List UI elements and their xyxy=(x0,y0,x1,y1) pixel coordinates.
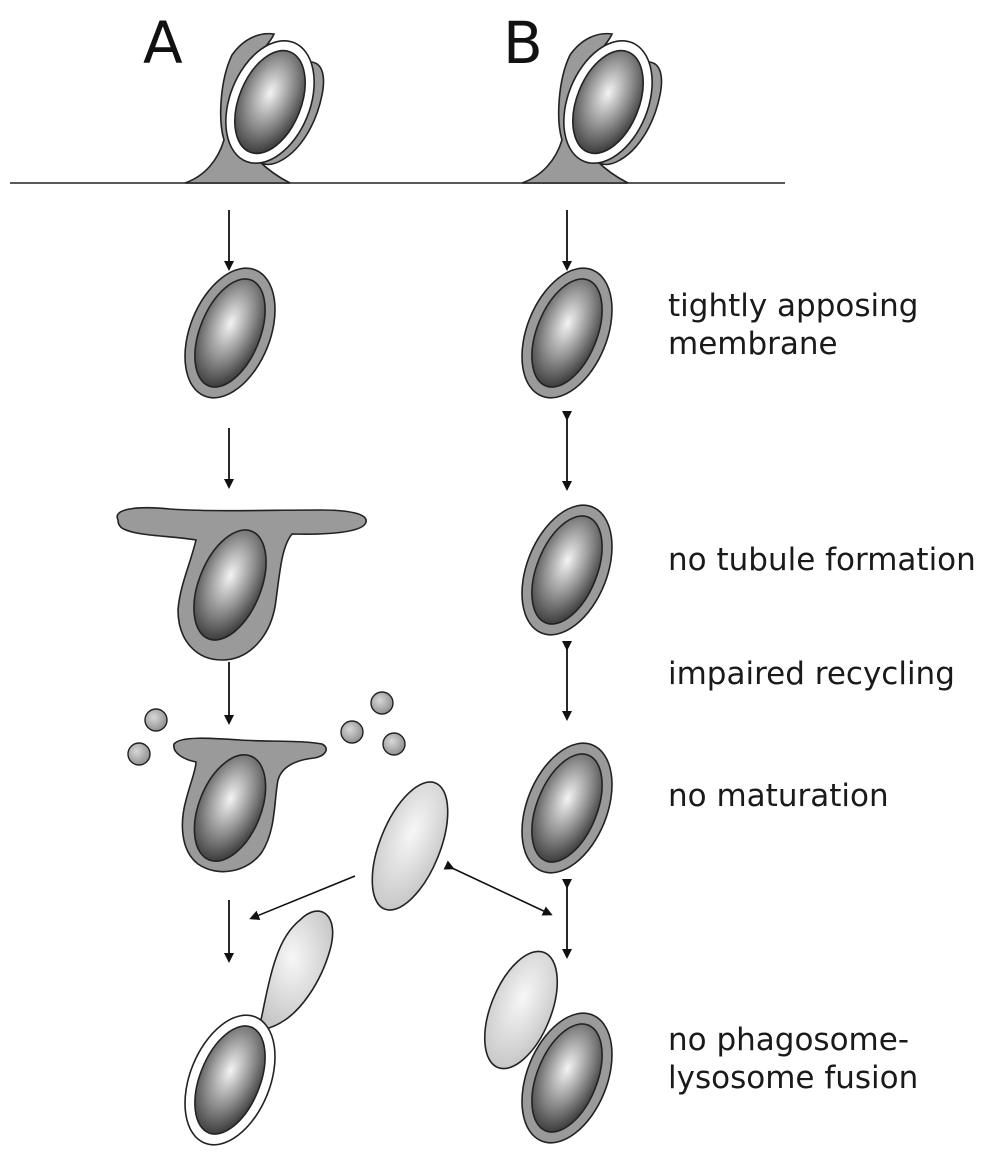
annotation-line: membrane xyxy=(668,326,918,364)
annotation-impaired-recycling: impaired recycling xyxy=(668,656,955,694)
b-phagosome-3 xyxy=(504,730,629,886)
annotation-line: tightly apposing xyxy=(668,288,918,326)
annotation-line: no tubule formation xyxy=(668,542,976,580)
b-phagosome-2 xyxy=(504,492,629,648)
b-phagosome-1 xyxy=(504,255,629,411)
annotation-no-tubule: no tubule formation xyxy=(668,542,976,580)
lysosome-to-b-arrow xyxy=(452,868,550,914)
lysosome-to-a-arrow xyxy=(252,876,355,918)
annotation-line: lysosome fusion xyxy=(668,1060,918,1098)
a-phagosome-1 xyxy=(167,255,292,411)
annotation-tightly-apposing: tightly apposing membrane xyxy=(668,288,918,364)
a-phagosome-2 xyxy=(174,738,326,871)
a-phagosome-tubule xyxy=(117,508,366,660)
annotation-line: impaired recycling xyxy=(668,656,955,694)
annotation-line: no maturation xyxy=(668,778,889,816)
lysosome xyxy=(357,772,464,921)
annotation-line: no phagosome- xyxy=(668,1022,918,1060)
a-phagolysosome xyxy=(167,911,332,1152)
annotation-no-maturation: no maturation xyxy=(668,778,889,816)
b-phagocytic-cup xyxy=(522,28,669,183)
b-no-fusion-pair xyxy=(470,941,630,1152)
annotation-no-fusion: no phagosome- lysosome fusion xyxy=(668,1022,918,1098)
a-phagocytic-cup xyxy=(185,28,331,183)
